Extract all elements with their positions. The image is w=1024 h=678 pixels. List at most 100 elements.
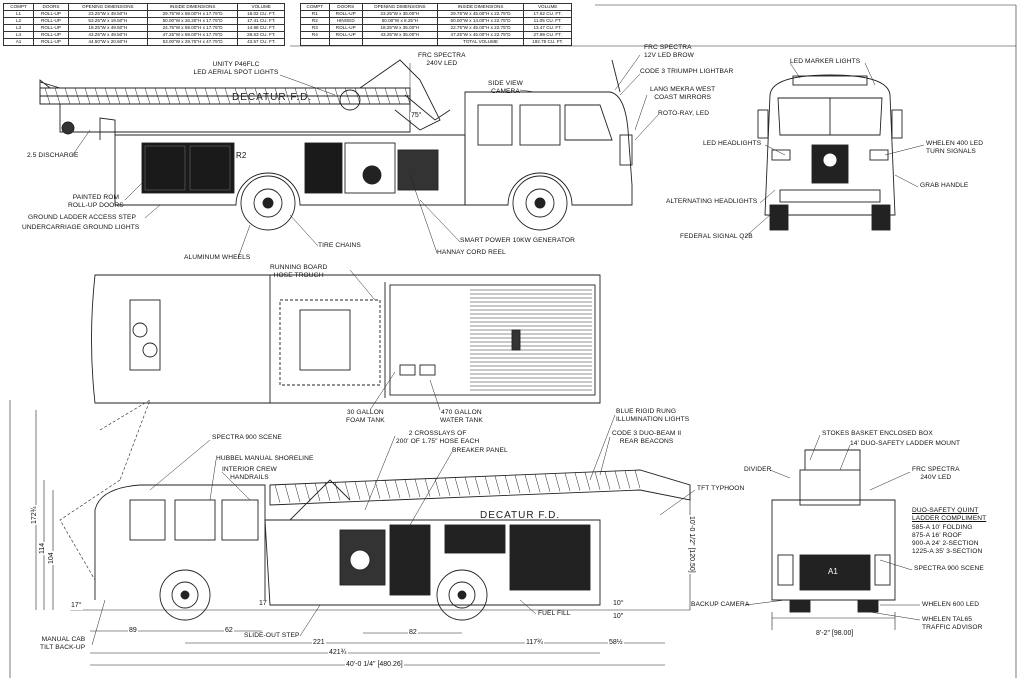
label-led-headlights: LED HEADLIGHTS xyxy=(703,140,762,147)
label-side-camera: SIDE VIEW CAMERA xyxy=(488,80,523,95)
label-spectra-scene-rear: SPECTRA 900 SCENE xyxy=(914,565,984,572)
label-cord-reel: HANNAY CORD REEL xyxy=(437,249,506,256)
dim-221: 221 xyxy=(312,639,326,647)
ladder-rung xyxy=(294,483,301,503)
ladder-rung xyxy=(614,470,621,490)
label-running-board: RUNNING BOARD HOSE TROUGH xyxy=(270,264,328,279)
table-cell: 44.50"W x 20.50"H xyxy=(67,38,148,46)
ladder-rung xyxy=(514,475,521,494)
ladder-rung xyxy=(74,87,81,105)
dim-58: 58½ xyxy=(608,639,624,647)
front-wheel xyxy=(512,175,568,231)
ladder-rung xyxy=(144,87,151,105)
ladder-rung xyxy=(634,470,641,489)
cab-outline xyxy=(464,91,633,206)
label-crosslays: 2 CROSSLAYS OF 200' OF 1.75" HOSE EACH xyxy=(396,430,480,445)
label-grab-handle: GRAB HANDLE xyxy=(920,182,969,189)
ladder-rung xyxy=(624,470,631,489)
ladder-rung xyxy=(174,87,181,105)
ladder-rung xyxy=(84,87,91,105)
table-cell: 43.57 CU. FT. xyxy=(237,38,285,46)
side-view-driver xyxy=(39,59,633,231)
label-rear-beacons: CODE 3 DUO-BEAM II REAR BEACONS xyxy=(612,430,682,445)
dim-aerial-angle: 75° xyxy=(410,112,423,120)
label-handrails: INTERIOR CREW HANDRAILS xyxy=(222,466,277,481)
quint-item: 585-A 10' FOLDING xyxy=(912,524,973,531)
ladder-rung xyxy=(334,87,341,105)
ladder-rung xyxy=(584,472,591,491)
ladder-rung xyxy=(314,87,321,105)
side-view-officer xyxy=(59,399,691,621)
ladder-rung xyxy=(354,481,361,500)
label-cab-tilt: MANUAL CAB TILT BACK-UP xyxy=(40,636,86,651)
ladder-rung xyxy=(544,473,551,492)
ladder-rung xyxy=(64,87,71,105)
label-discharge: 2.5 DISCHARGE xyxy=(27,152,79,159)
compartment-door-l4 xyxy=(304,142,343,194)
discharge-valve xyxy=(61,121,75,135)
label-breaker-panel: BREAKER PANEL xyxy=(452,447,508,454)
compartment-mark-r2: R2 xyxy=(236,151,247,160)
label-roto-ray: ROTO-RAY, LED xyxy=(658,110,710,117)
ladder-rung xyxy=(434,478,441,497)
plan-view xyxy=(91,274,601,404)
dim-421: 421¾ xyxy=(328,649,348,657)
dim-89: 89 xyxy=(128,627,138,635)
quint-item: 900-A 24' 2-SECTION xyxy=(912,540,979,547)
ladder-rung xyxy=(474,476,481,495)
ladder-rung xyxy=(484,476,491,495)
label-ground-ladder-step: GROUND LADDER ACCESS STEP xyxy=(28,214,137,221)
label-rung-lights: BLUE RIGID RUNG ILLUMINATION LIGHTS xyxy=(616,408,690,423)
dim-height-114: 114 xyxy=(39,541,46,555)
ladder-rung xyxy=(364,481,371,500)
ladder-rung xyxy=(54,87,61,105)
label-divider: DIVIDER xyxy=(744,466,772,473)
dim-height-172: 172¾ xyxy=(31,505,38,525)
ladder-rung xyxy=(334,482,341,501)
ladder-rung xyxy=(194,87,201,105)
total-value: 192.75 CU. FT. xyxy=(523,38,572,46)
label-tire-chains: TIRE CHAINS xyxy=(318,242,361,249)
dim-10in: 10" xyxy=(612,613,625,621)
ladder-rung xyxy=(154,87,161,105)
ladder-rung xyxy=(394,479,401,498)
label-fuel-fill: FUEL FILL xyxy=(538,610,571,617)
ladder-rung xyxy=(594,471,601,490)
ladder-rung xyxy=(274,484,281,503)
ladder-rung xyxy=(564,472,571,492)
label-undercarriage: UNDERCARRIAGE GROUND LIGHTS xyxy=(22,224,140,231)
ladder-rung xyxy=(244,87,251,105)
rear-wheel xyxy=(240,175,296,231)
table-cell: A1 xyxy=(2,38,35,46)
front-view xyxy=(757,74,903,231)
compartment-mark-a1: A1 xyxy=(828,567,838,576)
ladder-rung xyxy=(44,87,51,105)
ladder-rung xyxy=(344,481,351,501)
ladder-rung xyxy=(274,87,281,105)
dim-82: 82 xyxy=(408,629,418,637)
dim-height-104: 104 xyxy=(48,551,55,565)
label-federal-q2b: FEDERAL SIGNAL Q2B xyxy=(680,233,753,240)
compartment-door-l1 xyxy=(141,142,235,194)
label-painted-doors: PAINTED ROM ROLL-UP DOORS xyxy=(68,194,124,209)
label-unity-spotlights: UNITY P46FLC LED AERIAL SPOT LIGHTS xyxy=(193,61,279,76)
label-marker-lights: LED MARKER LIGHTS xyxy=(790,58,861,65)
ladder-rung xyxy=(214,87,221,105)
ladder-rung xyxy=(404,87,411,105)
ladder-rung xyxy=(94,87,101,105)
dim-117: 117¾ xyxy=(525,639,544,647)
dim-approach-angle: 17° xyxy=(70,602,83,610)
ladder-rung xyxy=(224,87,231,105)
ladder-rung xyxy=(284,484,291,503)
label-quint-title: DUO-SAFETY QUINT LADDER COMPLIMENT xyxy=(912,507,987,522)
ladder-rung xyxy=(124,87,131,105)
ladder-rung xyxy=(414,479,421,498)
ladder-rung xyxy=(374,87,381,105)
ladder-rung xyxy=(604,471,611,490)
ladder-rung xyxy=(494,475,501,494)
table-cell: 53.00"W x 29.75"H x 47.75"D xyxy=(146,38,239,46)
label-backup-camera: BACKUP CAMERA xyxy=(691,601,750,608)
leader-lines xyxy=(71,54,925,646)
